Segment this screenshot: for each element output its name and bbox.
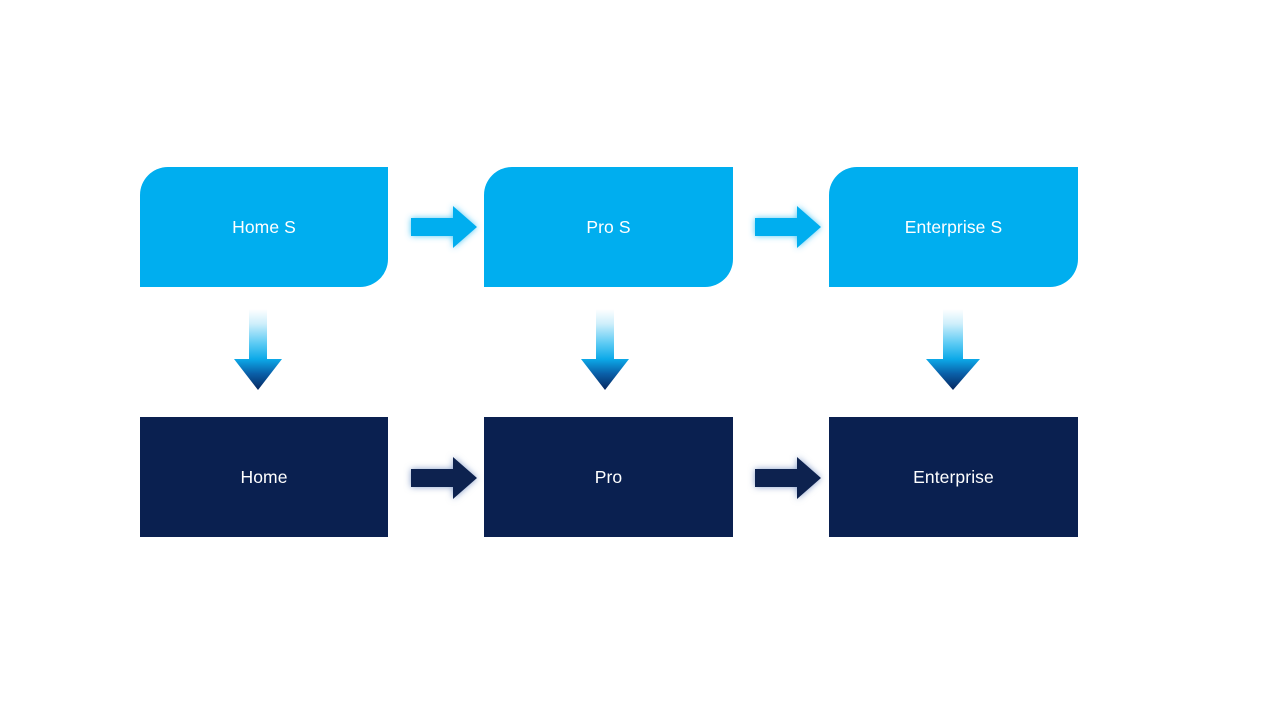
node-label-enterprise-s: Enterprise S bbox=[904, 216, 1003, 237]
node-enterprise[interactable]: Enterprise bbox=[829, 417, 1078, 537]
node-pro-s[interactable]: Pro S bbox=[484, 167, 733, 287]
arrow-right-icon-home-s-to-pro-s bbox=[409, 203, 479, 251]
node-label-pro: Pro bbox=[594, 466, 623, 487]
node-label-pro-s: Pro S bbox=[586, 216, 631, 237]
node-pro[interactable]: Pro bbox=[484, 417, 733, 537]
node-label-enterprise: Enterprise bbox=[913, 466, 994, 487]
node-label-home: Home bbox=[240, 466, 288, 487]
node-home-s[interactable]: Home S bbox=[140, 167, 388, 287]
node-home[interactable]: Home bbox=[140, 417, 388, 537]
arrow-down-icon-enterprise-s-to-enterprise bbox=[924, 307, 982, 392]
arrow-right-icon-pro-s-to-enterprise-s bbox=[753, 203, 823, 251]
node-enterprise-s[interactable]: Enterprise S bbox=[829, 167, 1078, 287]
arrow-right-icon-home-to-pro bbox=[409, 454, 479, 502]
arrow-down-icon-home-s-to-home bbox=[232, 307, 284, 392]
node-label-home-s: Home S bbox=[232, 216, 296, 237]
arrow-right-icon-pro-to-enterprise bbox=[753, 454, 823, 502]
arrow-down-icon-pro-s-to-pro bbox=[579, 307, 631, 392]
